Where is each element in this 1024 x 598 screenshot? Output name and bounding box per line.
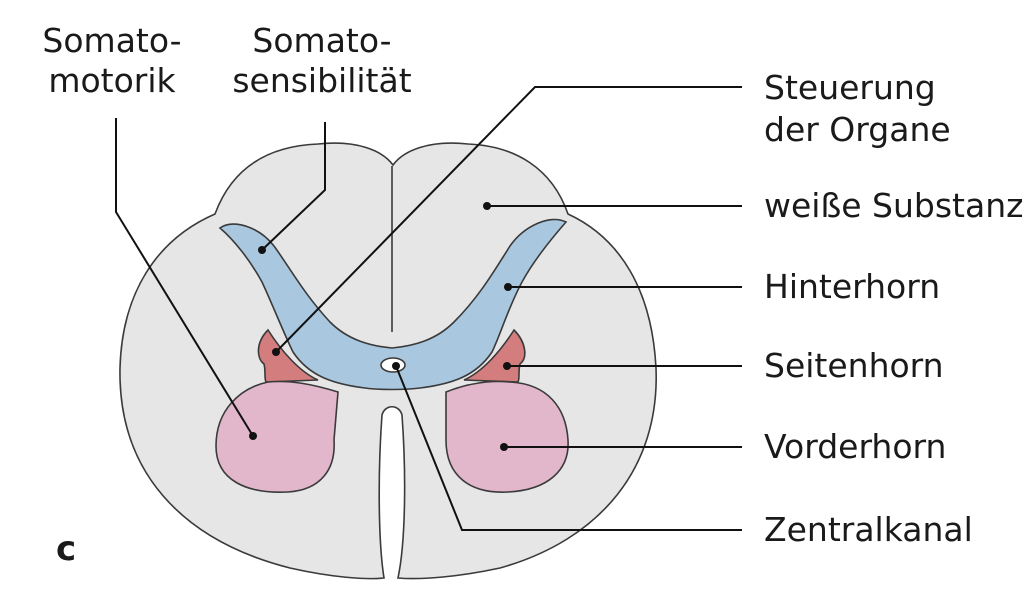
leader-zentralkanal <box>392 362 742 531</box>
label-seitenhorn: Seitenhorn <box>764 346 944 385</box>
leader-somatomotorik <box>115 118 257 440</box>
label-zentralkanal: Zentralkanal <box>764 510 973 549</box>
leader-somatosensibilitaet <box>258 122 326 254</box>
label-vorderhorn: Vorderhorn <box>764 427 946 466</box>
label-somatosensibilitaet-line1: Somato- <box>252 21 391 60</box>
ventral-horn-left <box>215 380 339 493</box>
leader-vorderhorn <box>500 443 742 451</box>
ventral-horn-right <box>445 380 569 493</box>
label-weisse-substanz: weiße Substanz <box>764 186 1023 225</box>
label-somatomotorik-line2: motorik <box>48 61 176 100</box>
label-somatosensibilitaet-line2: sensibilität <box>232 61 411 100</box>
dorsal-horns-and-commissure <box>218 218 568 391</box>
label-steuerung-line1: Steuerung <box>764 68 936 107</box>
label-steuerung-line2: der Organe <box>764 110 951 149</box>
lateral-horn-left <box>257 328 319 383</box>
leader-weisse-substanz <box>483 202 742 210</box>
label-somatomotorik-line1: Somato- <box>42 21 181 60</box>
panel-letter: c <box>56 529 76 569</box>
leader-steuerung <box>272 86 742 356</box>
label-hinterhorn: Hinterhorn <box>764 267 940 306</box>
leader-hinterhorn <box>504 283 742 291</box>
leader-seitenhorn <box>503 362 742 370</box>
